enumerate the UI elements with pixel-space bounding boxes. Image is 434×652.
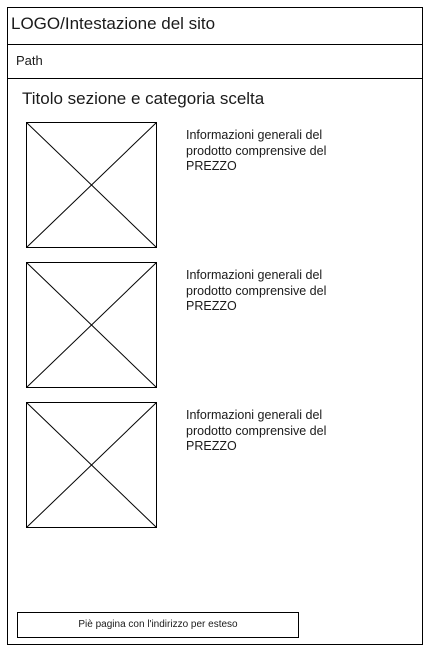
product-image-placeholder[interactable] [26, 122, 157, 248]
product-image-placeholder[interactable] [26, 262, 157, 388]
site-header: LOGO/Intestazione del sito [8, 8, 422, 45]
breadcrumb: Path [8, 45, 422, 79]
product-info: Informazioni generali del prodotto compr… [186, 128, 327, 173]
product-item[interactable]: Informazioni generali del prodotto compr… [26, 122, 416, 248]
site-footer: Piè pagina con l'indirizzo per esteso [17, 612, 299, 638]
product-info: Informazioni generali del prodotto compr… [186, 268, 327, 313]
product-item[interactable]: Informazioni generali del prodotto compr… [26, 262, 416, 388]
image-placeholder-icon [26, 402, 157, 528]
product-item[interactable]: Informazioni generali del prodotto compr… [26, 402, 416, 528]
page-frame: LOGO/Intestazione del sito Path Titolo s… [7, 7, 423, 645]
image-placeholder-icon [26, 262, 157, 388]
product-image-placeholder[interactable] [26, 402, 157, 528]
product-info: Informazioni generali del prodotto compr… [186, 408, 327, 453]
section-title: Titolo sezione e categoria scelta [22, 89, 265, 108]
breadcrumb-path[interactable]: Path [16, 53, 43, 68]
site-logo-title[interactable]: LOGO/Intestazione del sito [11, 14, 216, 33]
image-placeholder-icon [26, 122, 157, 248]
